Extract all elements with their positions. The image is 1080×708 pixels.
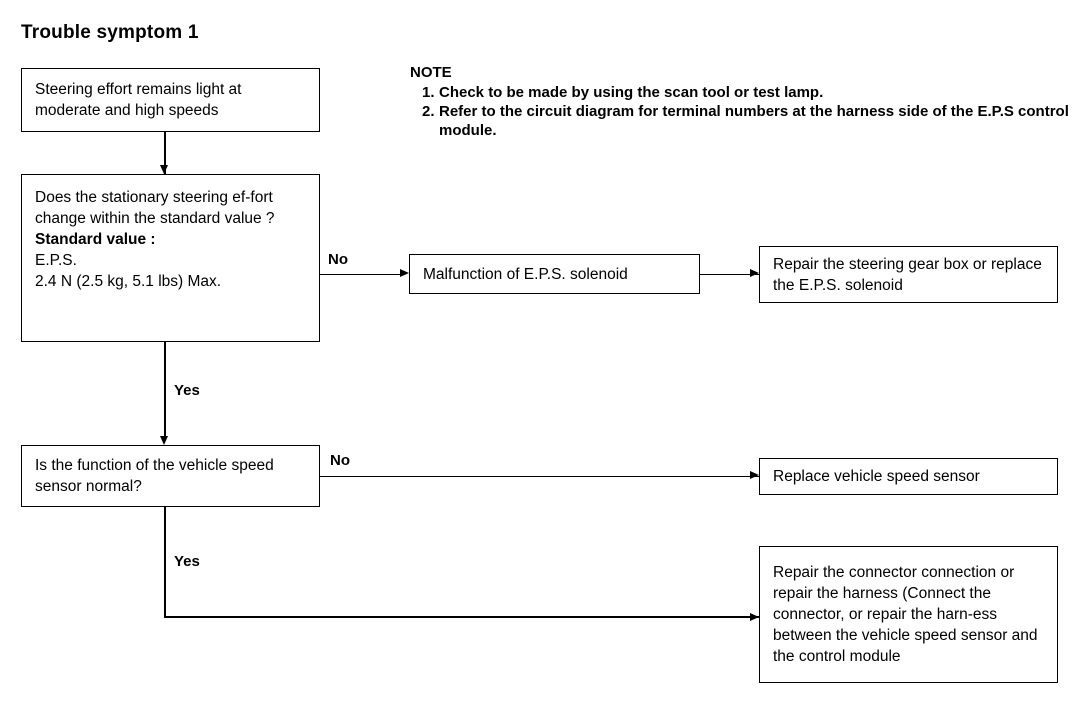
edge-vss-yes-vertical <box>164 507 166 618</box>
node-repair-connector-text: Repair the connector connection or repai… <box>773 564 1038 665</box>
note-item-1: 1. Check to be made by using the scan to… <box>422 83 1080 102</box>
standard-value-label: Standard value : <box>35 231 156 248</box>
edge-label-vss-yes: Yes <box>174 553 200 570</box>
node-malfunction-solenoid: Malfunction of E.P.S. solenoid <box>409 254 700 294</box>
node-symptom: Steering effort remains light at moderat… <box>21 68 320 132</box>
note-item-2: 2. Refer to the circuit diagram for term… <box>422 102 1080 140</box>
edge-vss-no <box>320 475 759 478</box>
arrowhead-symptom-to-effort <box>160 165 169 174</box>
edge-symptom-to-effort <box>164 132 166 174</box>
arrowhead-vss-yes <box>750 612 759 621</box>
edge-label-vss-no: No <box>330 452 350 469</box>
edge-vss-yes-horizontal <box>164 616 759 618</box>
note-item-1-text: Check to be made by using the scan tool … <box>439 84 824 101</box>
edge-effort-no <box>320 273 404 276</box>
node-decision-steering-effort: Does the stationary steering ef-fort cha… <box>21 174 320 342</box>
arrowhead-effort-yes <box>160 436 169 445</box>
node-repair-gear-box-text: Repair the steering gear box or replace … <box>773 255 1042 294</box>
edge-label-effort-no: No <box>328 251 348 268</box>
node-decision-steering-effort-question: Does the stationary steering ef-fort cha… <box>35 189 275 227</box>
node-decision-vehicle-speed-sensor: Is the function of the vehicle speed sen… <box>21 445 320 507</box>
node-decision-vehicle-speed-sensor-text: Is the function of the vehicle speed sen… <box>35 457 274 495</box>
node-malfunction-solenoid-text: Malfunction of E.P.S. solenoid <box>423 265 628 283</box>
node-symptom-text: Steering effort remains light at moderat… <box>35 81 242 119</box>
note-block: NOTE 1. Check to be made by using the sc… <box>410 63 1080 140</box>
node-repair-connector: Repair the connector connection or repai… <box>759 546 1058 683</box>
note-heading: NOTE <box>410 64 452 81</box>
note-item-1-number: 1. <box>422 84 435 101</box>
arrowhead-vss-no <box>750 471 759 480</box>
node-repair-gear-box: Repair the steering gear box or replace … <box>759 246 1058 303</box>
note-item-2-number: 2. <box>422 103 435 120</box>
page-title: Trouble symptom 1 <box>21 22 199 43</box>
note-item-2-text: Refer to the circuit diagram for termina… <box>439 103 1069 139</box>
edge-effort-yes <box>164 342 166 437</box>
node-replace-vehicle-speed-sensor: Replace vehicle speed sensor <box>759 458 1058 495</box>
edge-label-effort-yes: Yes <box>174 382 200 399</box>
edge-malfunction-to-repair <box>700 273 759 276</box>
arrowhead-malfunction-to-repair <box>750 269 759 278</box>
standard-value-line-1: E.P.S. <box>35 252 77 269</box>
standard-value-line-2: 2.4 N (2.5 kg, 5.1 lbs) Max. <box>35 273 222 290</box>
node-replace-vehicle-speed-sensor-text: Replace vehicle speed sensor <box>773 468 980 485</box>
arrowhead-effort-no <box>400 269 409 278</box>
